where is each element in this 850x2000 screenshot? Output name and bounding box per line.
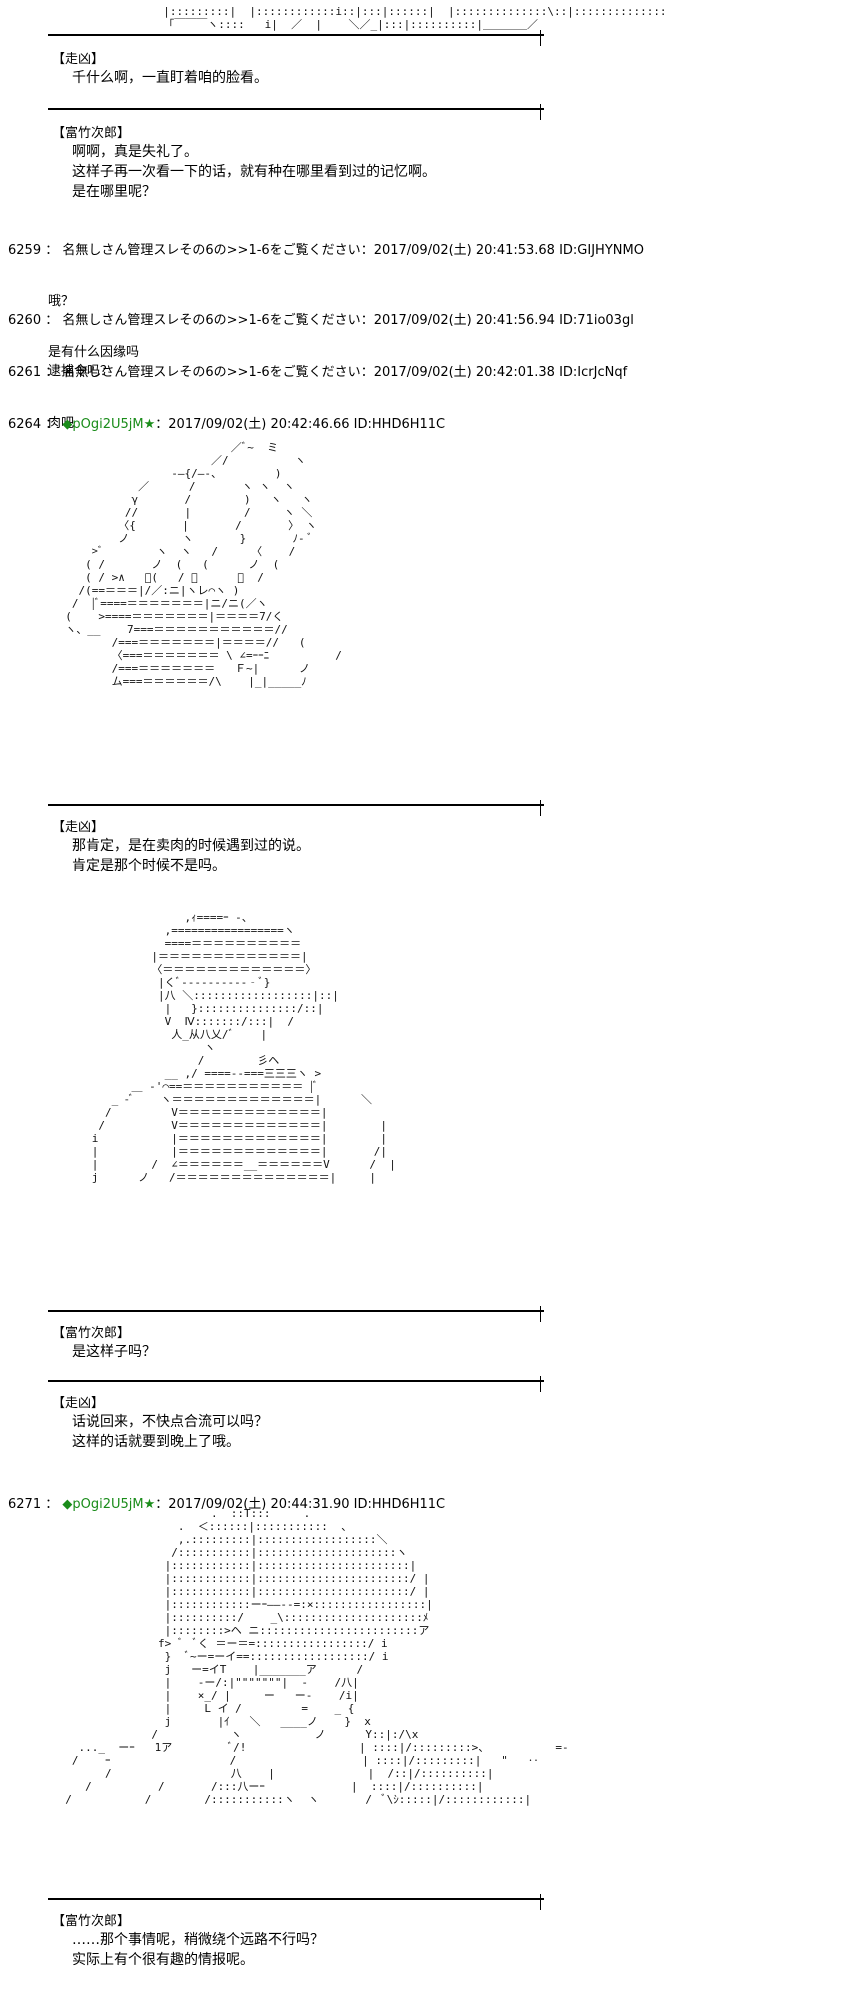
- ascii-art-top: |:::::::::| |::::::::::::i::|:::|::::::|…: [163, 5, 667, 31]
- post-author-trip: ◆pOgi2U5jM★: [62, 417, 156, 432]
- dialog-rule-tick: [540, 110, 541, 120]
- post-body-line: 逮捕令吗？: [48, 364, 114, 379]
- speaker-name: 【走凶】: [52, 820, 105, 835]
- post-date: ：2017/09/02(土) 20:42:46.66 ID:HHD6H11C: [155, 417, 446, 432]
- post-author: 名無しさん管理スレその6の>>1-6をご覧ください: [62, 243, 361, 258]
- dialog-line: 肯定是那个时候不是吗。: [72, 858, 226, 874]
- dialog-line: 实际上有个很有趣的情报呢。: [72, 1952, 254, 1968]
- dialog-rule: [48, 108, 544, 110]
- dialog-block: 【走凶】 话说回来，不快点合流可以吗？ 这样的话就要到晚上了哦。: [52, 1392, 268, 1451]
- post-number: 6264: [8, 417, 42, 432]
- post-date: ：2017/09/02(土) 20:41:56.94 ID:71io03gl: [360, 313, 634, 328]
- dialog-rule-tick: [540, 806, 541, 816]
- post-6261: 6261 ： 名無しさん管理スレその6の>>1-6をご覧ください：2017/09…: [8, 365, 628, 431]
- post-number: 6261: [8, 365, 42, 380]
- dialog-rule-tick: [540, 1306, 541, 1316]
- dialog-rule: [48, 34, 544, 36]
- dialog-rule: [48, 1380, 544, 1382]
- dialog-block: 【富竹次郎】 ……那个事情呢，稍微绕个远路不行吗？ 实际上有个很有趣的情报呢。: [52, 1910, 324, 1969]
- dialog-rule: [48, 1898, 544, 1900]
- dialog-rule-tick: [540, 1382, 541, 1392]
- post-date: ：2017/09/02(土) 20:44:31.90 ID:HHD6H11C: [155, 1497, 446, 1512]
- dialog-line: 千什么啊，一直盯着咱的脸看。: [72, 70, 268, 86]
- dialog-rule-tick: [540, 800, 541, 810]
- dialog-line: 是在哪里呢？: [72, 184, 156, 200]
- dialog-block: 【走凶】 千什么啊，一直盯着咱的脸看。: [52, 48, 268, 87]
- dialog-line: 是这样子吗？: [72, 1344, 156, 1360]
- dialog-rule-tick: [540, 36, 541, 46]
- ascii-art-figure-1: ／ﾞ~ ミ ／/ ヽ -―{/―-、 ) ／ / ヽ ヽ ヽ γ / ) ヽ ヽ…: [65, 441, 342, 688]
- post-number: 6259: [8, 243, 42, 258]
- speaker-name: 【走凶】: [52, 52, 105, 67]
- dialog-rule-tick: [540, 104, 541, 114]
- dialog-rule: [48, 804, 544, 806]
- post-number: 6260: [8, 313, 42, 328]
- ascii-art-figure-2: ,ｨ====ｰ ‐、 ,=================ヽ ====＝＝＝＝＝…: [91, 911, 396, 1184]
- post-body-line: 哦？: [48, 294, 75, 309]
- speaker-name: 【富竹次郎】: [52, 126, 131, 141]
- post-6260: 6260 ： 名無しさん管理スレその6の>>1-6をご覧ください：2017/09…: [8, 313, 634, 379]
- dialog-line: 啊啊，真是失礼了。: [72, 144, 198, 160]
- post-body-line: 是有什么因缘吗: [48, 345, 140, 360]
- post-6259: 6259 ： 名無しさん管理スレその6の>>1-6をご覧ください：2017/09…: [8, 243, 644, 360]
- post-body-line: 肉吧: [48, 416, 75, 431]
- speaker-name: 【富竹次郎】: [52, 1914, 131, 1929]
- post-6264: 6264 ： ◆pOgi2U5jM★：2017/09/02(土) 20:42:4…: [8, 417, 446, 432]
- post-6271: 6271 ： ◆pOgi2U5jM★：2017/09/02(土) 20:44:3…: [8, 1497, 446, 1512]
- dialog-block: 【走凶】 那肯定，是在卖肉的时候遇到过的说。 肯定是那个时候不是吗。: [52, 816, 310, 875]
- dialog-line: 话说回来，不快点合流可以吗？: [72, 1414, 268, 1430]
- dialog-block: 【富竹次郎】 啊啊，真是失礼了。 这样子再一次看一下的话，就有种在哪里看到过的记…: [52, 122, 436, 201]
- post-number: 6271: [8, 1497, 42, 1512]
- post-author-trip: ◆pOgi2U5jM★: [62, 1497, 156, 1512]
- dialog-rule: [48, 1310, 544, 1312]
- dialog-rule-tick: [540, 1312, 541, 1322]
- ascii-art-figure-3: . ::T::: . . ＜::::::|::::::::::: 、 ,.:::…: [65, 1507, 569, 1806]
- dialog-rule-tick: [540, 30, 541, 40]
- post-author: 名無しさん管理スレその6の>>1-6をご覧ください: [62, 365, 361, 380]
- speaker-name: 【富竹次郎】: [52, 1326, 131, 1341]
- dialog-rule-tick: [540, 1894, 541, 1904]
- post-date: ：2017/09/02(土) 20:41:53.68 ID:GIJHYNMO: [360, 243, 644, 258]
- dialog-rule-tick: [540, 1376, 541, 1386]
- dialog-block: 【富竹次郎】 是这样子吗？: [52, 1322, 156, 1361]
- post-author: 名無しさん管理スレその6の>>1-6をご覧ください: [62, 313, 361, 328]
- speaker-name: 【走凶】: [52, 1396, 105, 1411]
- dialog-rule-tick: [540, 1900, 541, 1910]
- dialog-line: 那肯定，是在卖肉的时候遇到过的说。: [72, 838, 310, 854]
- dialog-line: ……那个事情呢，稍微绕个远路不行吗？: [72, 1932, 324, 1948]
- dialog-line: 这样子再一次看一下的话，就有种在哪里看到过的记忆啊。: [72, 164, 436, 180]
- dialog-line: 这样的话就要到晚上了哦。: [72, 1434, 240, 1450]
- post-date: ：2017/09/02(土) 20:42:01.38 ID:IcrJcNqf: [360, 365, 628, 380]
